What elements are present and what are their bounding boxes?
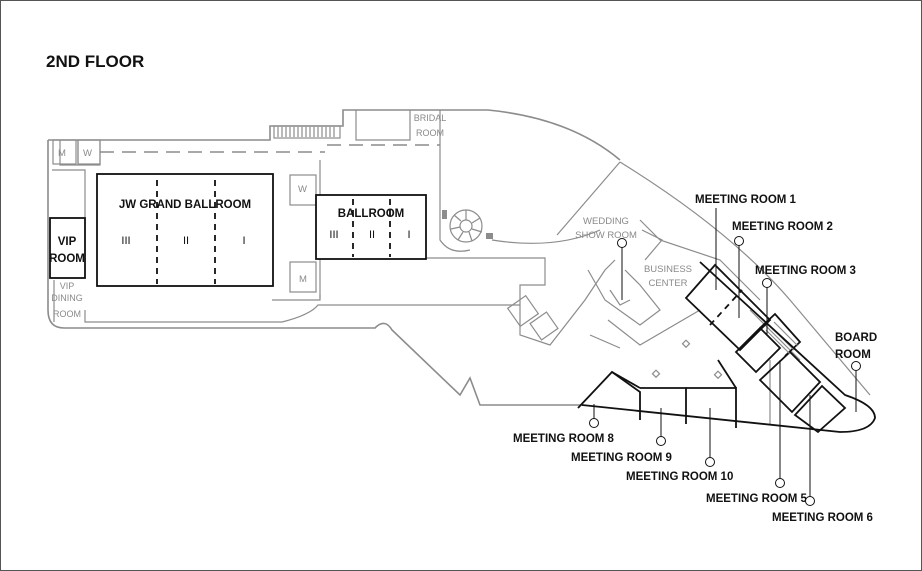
restroom-w2-label: W	[298, 184, 307, 195]
meeting-room-2-pin[interactable]	[734, 236, 744, 246]
vip-room-label-2: ROOM	[49, 253, 85, 265]
stair-top	[273, 125, 341, 139]
meeting-room-1[interactable]: MEETING ROOM 1	[695, 194, 797, 290]
meeting-room-9-pin[interactable]	[656, 436, 666, 446]
spiral-stair	[442, 209, 493, 243]
business-center-label-2: CENTER	[648, 278, 687, 289]
vip-room-label-1: VIP	[58, 236, 77, 248]
ballroom-section-ii: II	[369, 229, 375, 241]
jw-grand-ballroom-label: JW GRAND BALLROOM	[119, 199, 251, 211]
bridal-room-wall	[355, 110, 411, 141]
vip-dining-label-2: DINING	[51, 293, 83, 303]
jw-section-i: I	[242, 235, 245, 247]
board-room-label-1: BOARD	[835, 332, 877, 344]
meeting-room-8[interactable]: MEETING ROOM 8	[513, 404, 615, 445]
meeting-room-2[interactable]: MEETING ROOM 2	[732, 221, 833, 318]
wedding-show-room-label-1: WEDDING	[583, 216, 629, 227]
meeting-room-10-pin[interactable]	[705, 457, 715, 467]
meeting-room-2-label: MEETING ROOM 2	[732, 221, 833, 233]
restrooms-ballroom: W M	[289, 174, 317, 293]
wedding-show-room-pin[interactable]	[617, 238, 627, 248]
wedding-show-room-label-2: SHOW ROOM	[575, 230, 637, 241]
board-room-label-2: ROOM	[835, 349, 871, 361]
meeting-room-3-label: MEETING ROOM 3	[755, 265, 856, 277]
floor-title: 2ND FLOOR	[46, 52, 144, 71]
restroom-w-label: W	[83, 148, 92, 159]
meeting-room-9[interactable]: MEETING ROOM 9	[571, 408, 672, 464]
meeting-room-5-label: MEETING ROOM 5	[706, 493, 808, 505]
meeting-room-6-pin[interactable]	[805, 496, 815, 506]
restroom-m2-label: M	[299, 274, 307, 285]
bridal-room-label-2: ROOM	[416, 128, 444, 138]
meeting-room-3[interactable]: MEETING ROOM 3	[755, 265, 856, 335]
meeting-room-6[interactable]: MEETING ROOM 6	[772, 395, 873, 524]
board-room[interactable]: BOARD ROOM	[835, 332, 877, 412]
business-center-label-1: BUSINESS	[644, 264, 692, 275]
meeting-rooms-south	[577, 359, 737, 428]
meeting-room-8-pin[interactable]	[589, 418, 599, 428]
meeting-room-6-label: MEETING ROOM 6	[772, 512, 873, 524]
jw-section-iii: III	[121, 235, 130, 247]
jw-grand-ballroom[interactable]: JW GRAND BALLROOM III II I	[96, 173, 274, 287]
meeting-room-10-label: MEETING ROOM 10	[626, 471, 733, 483]
bridal-room-label-1: BRIDAL	[414, 113, 447, 123]
ballroom-label: BALLROOM	[338, 208, 404, 220]
meeting-room-5-pin[interactable]	[775, 478, 785, 488]
vip-room[interactable]: VIP ROOM	[49, 217, 86, 279]
meeting-room-10[interactable]: MEETING ROOM 10	[626, 408, 733, 483]
building-outline	[47, 109, 871, 425]
vip-dining-label-3: ROOM	[53, 309, 81, 319]
column-markers	[651, 339, 723, 380]
ballroom[interactable]: BALLROOM III II I	[315, 194, 427, 260]
jw-section-ii: II	[183, 235, 189, 247]
ballroom-section-i: I	[407, 229, 410, 241]
meeting-room-5[interactable]: MEETING ROOM 5	[706, 360, 808, 505]
vip-dining-label-1: VIP	[60, 281, 75, 291]
meeting-room-8-label: MEETING ROOM 8	[513, 433, 615, 445]
meeting-room-1-label: MEETING ROOM 1	[695, 194, 797, 206]
meeting-room-9-label: MEETING ROOM 9	[571, 452, 672, 464]
board-room-pin[interactable]	[851, 361, 861, 371]
restroom-m-label: M	[58, 148, 66, 159]
elevators	[506, 294, 559, 341]
meeting-room-3-pin[interactable]	[762, 278, 772, 288]
ballroom-section-iii: III	[329, 229, 338, 241]
